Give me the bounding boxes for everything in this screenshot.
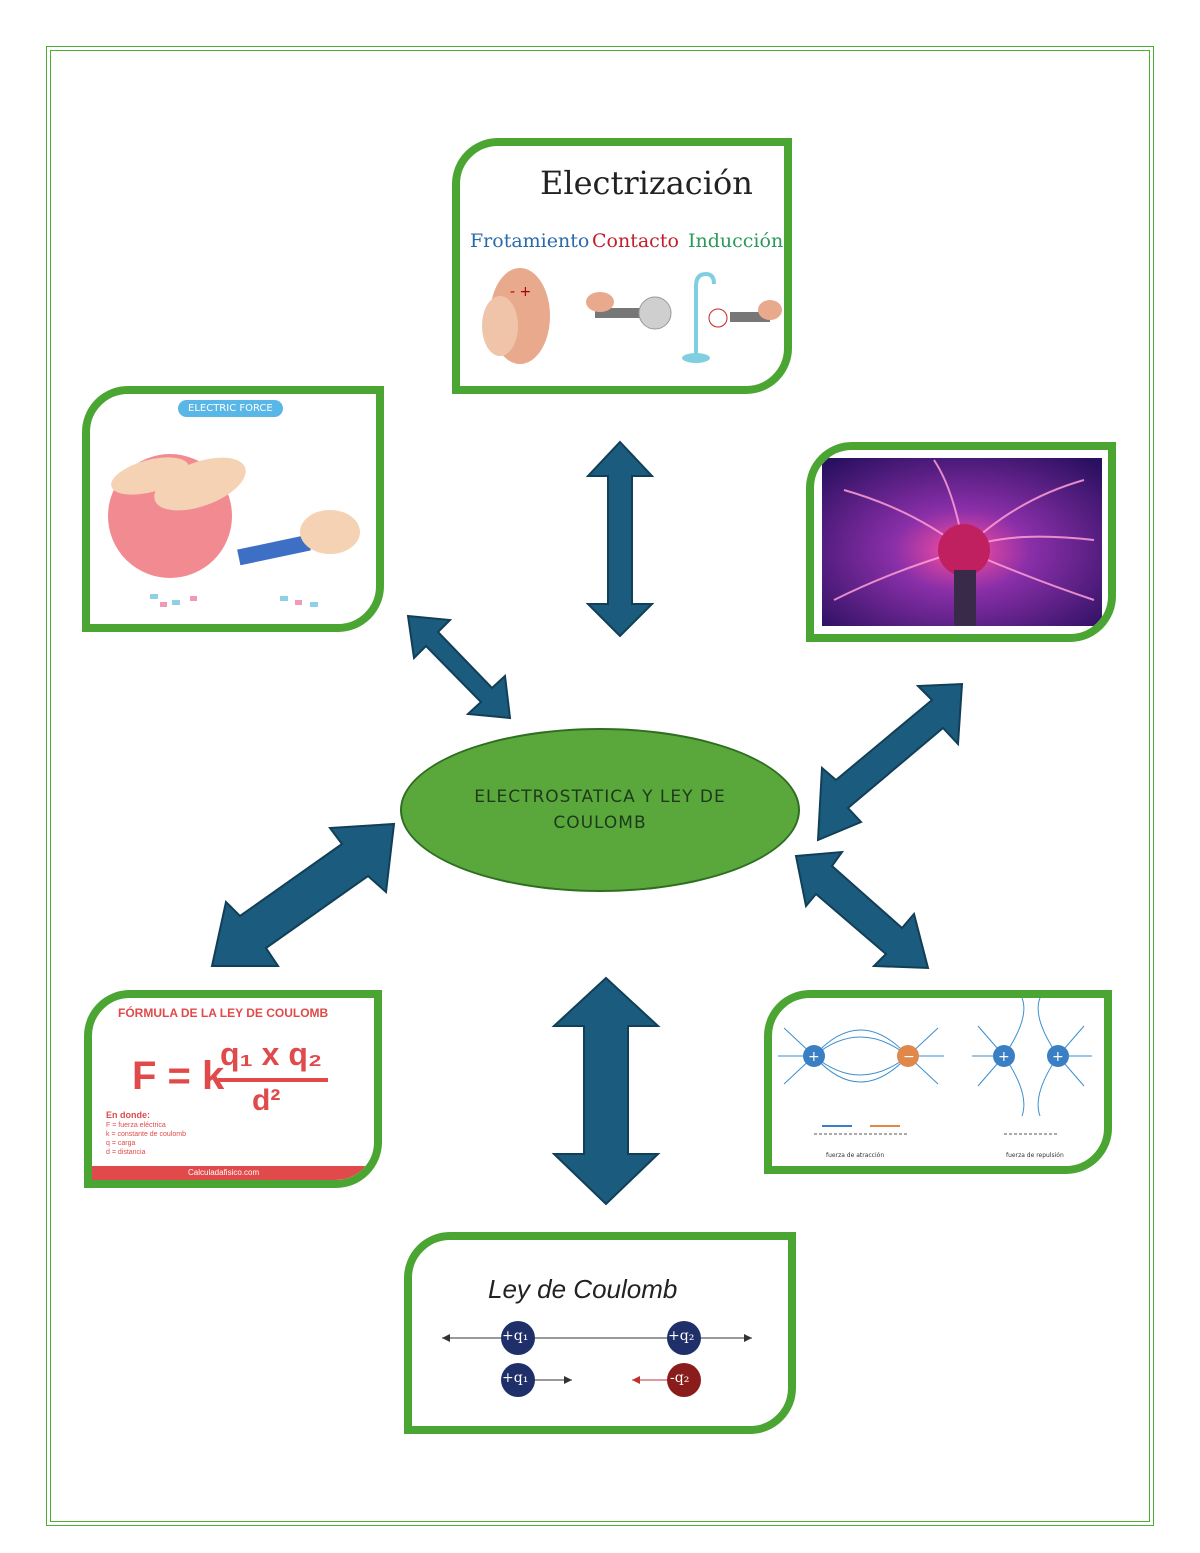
coulomb-title: Ley de Coulomb (488, 1274, 678, 1304)
arrow-bottom (551, 976, 661, 1206)
electrizacion-card: Electrización Frotamiento Contacto Induc… (452, 138, 792, 394)
formula-title: FÓRMULA DE LA LEY DE COULOMB (118, 1006, 329, 1020)
electric-force-card: ELECTRIC FORCE (82, 386, 384, 632)
caption-attraction: fuerza de atracción (826, 1152, 885, 1159)
svg-text:- +: - + (510, 284, 531, 300)
arrow-top (585, 440, 655, 638)
svg-text:+: + (1052, 1049, 1064, 1065)
method-frotamiento: Frotamiento (470, 230, 590, 252)
svg-text:+: + (808, 1049, 820, 1065)
field-lines-card: + − + + fuerza de atracción fuerza de re… (764, 990, 1112, 1174)
legend-item: F = fuerza eléctrica (106, 1122, 166, 1129)
formula-lhs: F = k (132, 1054, 225, 1098)
charge-q2-bottom: -q₂ (670, 1370, 690, 1386)
svg-text:−: − (903, 1049, 915, 1065)
page-border (46, 46, 1154, 1526)
formula-footer-bar (92, 1166, 374, 1180)
legend-item: d = distancia (106, 1149, 146, 1156)
electric-force-illustration (108, 454, 360, 607)
legend-item: q = carga (106, 1140, 136, 1147)
arrow-top-right (816, 682, 964, 842)
svg-text:+: + (998, 1049, 1010, 1065)
electrizacion-illustration: - + (482, 268, 782, 364)
formula-denominator: d² (252, 1084, 281, 1117)
ley-de-coulomb-card: Ley de Coulomb +q₁ +q₂ +q₁ -q₂ (404, 1232, 796, 1434)
method-induccion: Inducción (688, 230, 784, 252)
coulomb-charges-diagram (442, 1321, 752, 1397)
arrow-bottom-right (794, 850, 930, 970)
central-topic-ellipse: ELECTROSTATICA Y LEY DE COULOMB (400, 728, 800, 892)
charge-q1-bottom: +q₁ (502, 1370, 529, 1386)
central-topic-label: ELECTROSTATICA Y LEY DE COULOMB (474, 787, 726, 833)
legend-title: En donde: (106, 1110, 150, 1120)
plasma-ball-card (806, 442, 1116, 642)
formula-footer: Calculadafisico.com (188, 1168, 260, 1177)
method-contacto: Contacto (592, 230, 679, 252)
plasma-ball-image (822, 458, 1102, 626)
formula-fraction-bar (218, 1078, 328, 1082)
charge-q1-top: +q₁ (502, 1328, 529, 1344)
arrow-bottom-left (210, 822, 396, 967)
caption-repulsion: fuerza de repulsión (1006, 1152, 1064, 1159)
field-lines-illustration: + − + + (778, 998, 1092, 1135)
electric-force-banner: ELECTRIC FORCE (178, 400, 283, 417)
arrow-top-left (406, 614, 512, 720)
legend-item: k = constante de coulomb (106, 1131, 186, 1138)
formula-numerator: q₁ x q₂ (220, 1036, 323, 1072)
electrizacion-title: Electrización (540, 164, 753, 202)
coulomb-formula-card: FÓRMULA DE LA LEY DE COULOMB F = k q₁ x … (84, 990, 382, 1188)
charge-q2-top: +q₂ (668, 1328, 695, 1344)
